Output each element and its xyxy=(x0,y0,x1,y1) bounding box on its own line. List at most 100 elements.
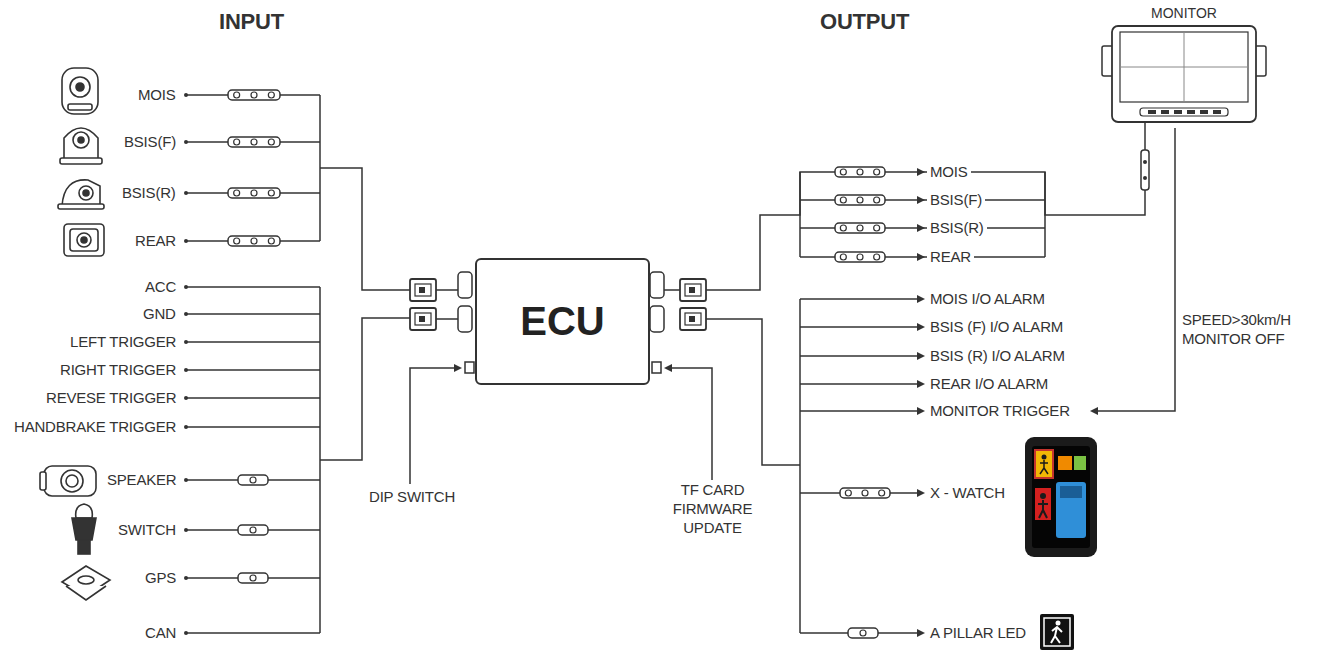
wire xyxy=(186,341,320,343)
arrow-head xyxy=(917,380,925,388)
wire xyxy=(320,318,410,460)
wire xyxy=(800,355,918,357)
arrow-head xyxy=(664,364,672,372)
cable-connector xyxy=(835,223,885,233)
camera-name: BSIS(F) xyxy=(121,133,179,151)
cable-connector xyxy=(228,90,280,100)
device-name: SWITCH xyxy=(115,521,179,539)
wire xyxy=(186,369,320,371)
cable-connector xyxy=(238,525,268,535)
wire xyxy=(186,426,320,428)
device-name: X - WATCH xyxy=(927,484,1008,502)
video-output: MOIS xyxy=(927,163,971,181)
wire xyxy=(800,410,918,412)
wire xyxy=(186,313,320,315)
signal-name: ACC xyxy=(142,278,179,296)
cable-connector xyxy=(835,195,885,205)
cable-connector xyxy=(228,236,280,246)
wire xyxy=(320,168,410,290)
arrow-head xyxy=(917,629,925,637)
arrow-head xyxy=(917,407,925,415)
video-output: BSIS(F) xyxy=(927,191,985,209)
alarm-output: REAR I/O ALARM xyxy=(927,375,1051,393)
device-name: A PILLAR LED xyxy=(927,624,1029,642)
switch-icon xyxy=(72,504,96,554)
a-pillar-led xyxy=(1040,614,1074,650)
wire xyxy=(1098,128,1175,411)
wire xyxy=(800,383,918,385)
cable-connector xyxy=(840,488,890,498)
signal-name: HANDBRAKE TRIGGER xyxy=(11,418,179,436)
signal-name: CAN xyxy=(142,624,179,642)
cable-connector xyxy=(835,252,885,262)
trigger-output: MONITOR TRIGGER xyxy=(927,402,1073,420)
x-watch-device xyxy=(1025,437,1097,557)
rear-camera xyxy=(64,224,104,256)
ecu-plug xyxy=(410,279,436,301)
arrow-head xyxy=(917,489,925,497)
alarm-output: BSIS (F) I/O ALARM xyxy=(927,318,1066,336)
ecu-box: ECU xyxy=(475,258,650,385)
bsis-rear-camera xyxy=(58,180,104,209)
wire xyxy=(436,289,458,291)
wire xyxy=(800,298,918,300)
arrow-head xyxy=(917,224,925,232)
arrow-head xyxy=(917,168,925,176)
camera-name: MOIS xyxy=(135,86,179,104)
wire xyxy=(800,326,918,328)
arrow-head xyxy=(917,323,925,331)
ecu-tab xyxy=(458,306,472,332)
arrow-head xyxy=(917,295,925,303)
device-heading: MONITOR xyxy=(1100,4,1268,22)
cable-connector xyxy=(228,188,280,198)
device-name: GPS xyxy=(142,569,179,587)
device-name: SPEAKER xyxy=(104,471,179,489)
monitor-body xyxy=(1100,24,1268,128)
video-output: BSIS(R) xyxy=(927,219,987,237)
ecu-plug xyxy=(680,308,706,330)
ecu-plug xyxy=(410,308,436,330)
control-name: TF CARD FIRMWARE UPDATE xyxy=(639,480,786,537)
ecu-tab xyxy=(650,272,664,298)
speaker-icon xyxy=(40,466,96,496)
ecu-plug xyxy=(680,279,706,301)
ecu-tab xyxy=(650,306,664,332)
wire xyxy=(186,397,320,399)
arrow-head xyxy=(917,253,925,261)
video-cable xyxy=(650,123,1145,290)
ecu-port xyxy=(652,362,661,373)
bsis-front-camera xyxy=(60,128,102,164)
cable-connector xyxy=(1141,150,1149,190)
monitor: MONITOR xyxy=(1100,4,1268,123)
camera-name: REAR xyxy=(132,232,179,250)
signal-name: RIGHT TRIGGER xyxy=(57,361,179,379)
signal-name: LEFT TRIGGER xyxy=(67,333,179,351)
section-heading: INPUT xyxy=(216,9,287,35)
cable-connector xyxy=(228,137,280,147)
control-name: DIP SWITCH xyxy=(366,488,458,506)
arrow-head xyxy=(454,364,462,372)
cable-connector xyxy=(238,573,268,583)
cable-connector xyxy=(238,475,268,485)
wire xyxy=(799,299,801,633)
camera-name: BSIS(R) xyxy=(119,184,179,202)
ecu-tab xyxy=(458,272,472,298)
wire xyxy=(186,632,320,634)
signal-name: REVESE TRIGGER xyxy=(43,389,179,407)
wire xyxy=(670,368,712,482)
arrow-head xyxy=(917,352,925,360)
alarm-output: MOIS I/O ALARM xyxy=(927,290,1048,308)
arrow-head xyxy=(917,196,925,204)
section-heading: OUTPUT xyxy=(817,9,912,35)
cable-connector xyxy=(848,628,878,638)
wire xyxy=(436,318,458,320)
ecu-port xyxy=(465,362,474,373)
wire xyxy=(799,172,801,257)
mois-camera xyxy=(62,68,98,114)
wire xyxy=(186,286,320,288)
signal-name: GND xyxy=(140,305,179,323)
gps-icon xyxy=(62,566,110,600)
wire xyxy=(410,368,456,484)
wire xyxy=(1044,172,1046,257)
